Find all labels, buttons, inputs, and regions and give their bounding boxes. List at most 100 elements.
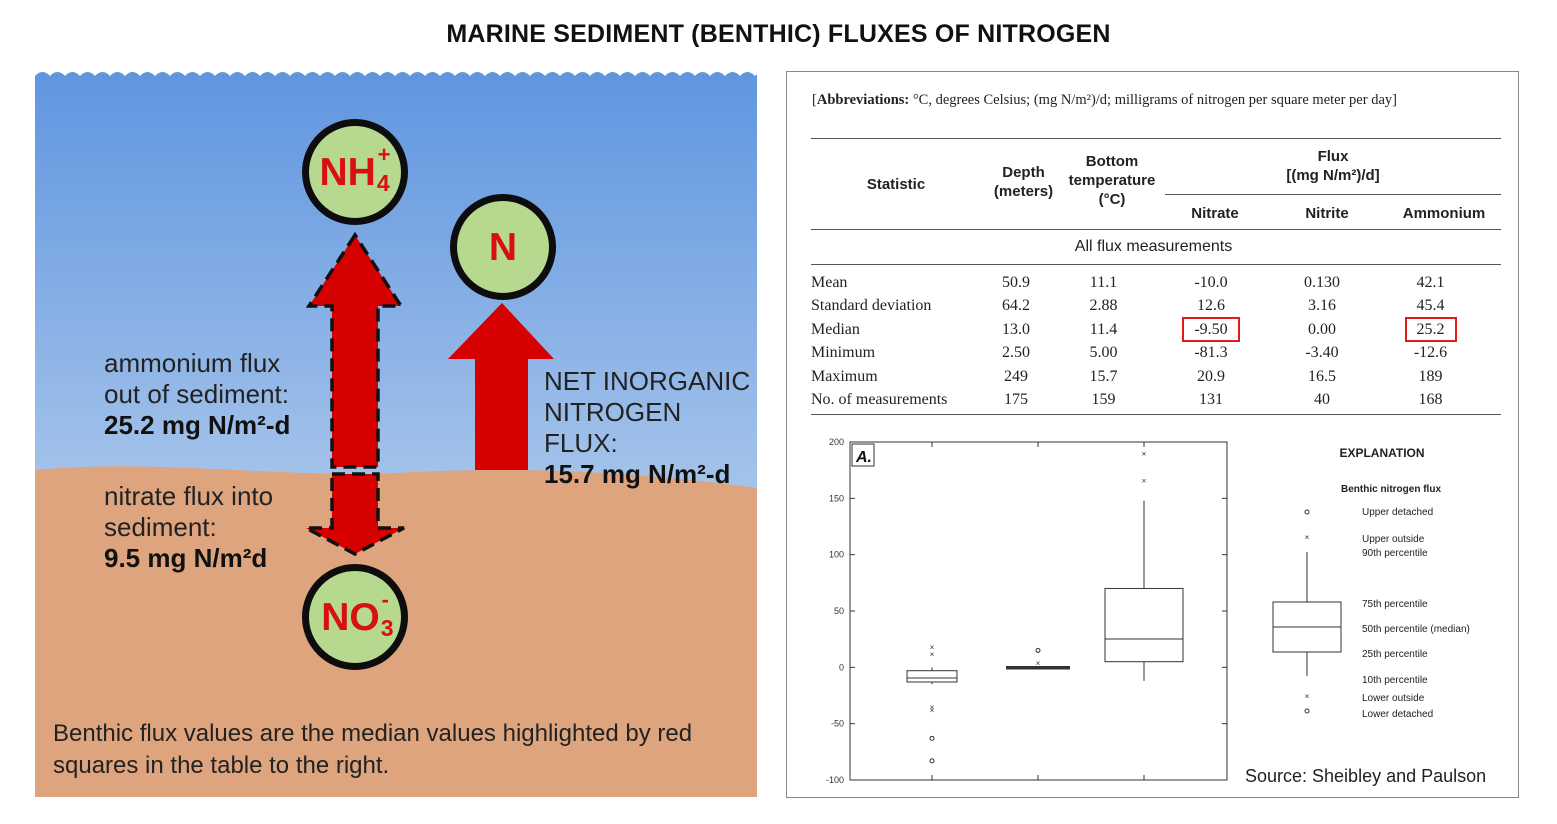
diagram-caption: Benthic flux values are the median value… bbox=[53, 720, 693, 779]
table-cell: 11.1 bbox=[1089, 273, 1118, 291]
statistics-figure: [Abbreviations: °C, degrees Celsius; (mg… bbox=[786, 71, 1519, 798]
table-row: Minimum 2.50 5.00 -81.3 -3.40 -12.6 bbox=[811, 342, 1483, 366]
table-cell: 42.1 bbox=[1416, 273, 1445, 291]
table-cell: 13.0 bbox=[1002, 320, 1030, 338]
table-cell: 40 bbox=[1314, 391, 1330, 409]
table-cell: 16.5 bbox=[1308, 367, 1336, 385]
legend-label: 75th percentile bbox=[1362, 599, 1428, 610]
legend-label: Lower detached bbox=[1362, 709, 1433, 720]
y-tick-label: -100 bbox=[826, 775, 844, 785]
row-label: Mean bbox=[811, 273, 848, 291]
table-group-label: All flux measurements bbox=[1074, 238, 1233, 255]
table-cell: -10.0 bbox=[1194, 273, 1228, 291]
table-cell: 2.50 bbox=[1002, 344, 1030, 362]
table-cell: 64.2 bbox=[1002, 297, 1030, 315]
y-tick-label: 100 bbox=[829, 550, 844, 560]
legend-detached-icon bbox=[1304, 509, 1310, 515]
page-title: MARINE SEDIMENT (BENTHIC) FLUXES OF NITR… bbox=[446, 20, 1111, 48]
table-cell: -9.50 bbox=[1156, 317, 1266, 343]
legend-detached-icon bbox=[1304, 708, 1310, 714]
y-tick-label: 150 bbox=[829, 493, 844, 503]
table-cell: 11.4 bbox=[1089, 320, 1118, 338]
table-cell: 20.9 bbox=[1197, 367, 1225, 385]
net-flux-value: 15.7 mg N/m²-d bbox=[544, 459, 731, 489]
box bbox=[906, 670, 958, 683]
header-nitrite: Nitrite bbox=[1305, 205, 1349, 222]
nitrogen-circle: N bbox=[450, 194, 556, 300]
legend-outside-icon: × bbox=[1305, 692, 1310, 701]
source-credit: Source: Sheibley and Paulson bbox=[1245, 766, 1487, 786]
table-cell: 159 bbox=[1091, 391, 1116, 409]
y-tick-label: -50 bbox=[831, 719, 844, 729]
table-cell: 12.6 bbox=[1197, 297, 1225, 315]
legend-label: Lower outside bbox=[1362, 693, 1425, 704]
table-cell: 25.2 bbox=[1378, 317, 1483, 343]
ammonium-flux-label: ammonium flux out of sediment: 25.2 mg N… bbox=[104, 348, 291, 440]
boxplot-chart: -100-50050100150200A.×××××××EXPLANATIONB… bbox=[826, 437, 1470, 785]
legend-label: 25th percentile bbox=[1362, 649, 1428, 660]
row-label: Median bbox=[811, 320, 860, 338]
explanation-subtitle: Benthic nitrogen flux bbox=[1341, 484, 1441, 495]
table-cell: 3.16 bbox=[1308, 297, 1336, 315]
outside-point: × bbox=[930, 703, 935, 712]
water-surface-waves bbox=[35, 70, 757, 76]
header-statistic: Statistic bbox=[866, 176, 926, 193]
table-cell: 2.88 bbox=[1089, 297, 1118, 315]
net-flux-arrow bbox=[448, 303, 554, 470]
table-cell: 0.130 bbox=[1304, 273, 1340, 291]
row-label: Minimum bbox=[811, 344, 876, 362]
table-cell: 45.4 bbox=[1416, 297, 1445, 315]
outside-point: × bbox=[930, 650, 935, 659]
row-label: No. of measurements bbox=[811, 391, 948, 409]
outside-point: × bbox=[930, 643, 935, 652]
detached-point bbox=[1035, 647, 1041, 653]
table-top-rule bbox=[811, 138, 1501, 139]
table-bottom-rule bbox=[811, 414, 1501, 415]
header-ammonium: Ammonium bbox=[1402, 205, 1486, 222]
legend-label: 90th percentile bbox=[1362, 548, 1428, 559]
row-label: Maximum bbox=[811, 367, 878, 385]
detached-point bbox=[929, 758, 935, 764]
header-depth: Depth (meters) bbox=[993, 164, 1054, 200]
abbreviations-note: [Abbreviations: °C, degrees Celsius; (mg… bbox=[812, 92, 1397, 108]
table-cell: 0.00 bbox=[1308, 320, 1336, 338]
legend-label: 50th percentile (median) bbox=[1362, 624, 1470, 635]
outside-point: × bbox=[1142, 476, 1147, 485]
y-tick-label: 50 bbox=[834, 606, 844, 616]
table-cell: 5.00 bbox=[1089, 344, 1118, 362]
median-highlight-box: -9.50 bbox=[1182, 317, 1240, 343]
nitrate-flux-label: nitrate flux into sediment: 9.5 mg N/m²d bbox=[104, 481, 274, 573]
median-highlight-box: 25.2 bbox=[1404, 317, 1457, 343]
y-tick-label: 0 bbox=[839, 662, 844, 672]
header-bottom-rule bbox=[811, 229, 1501, 230]
table-cell: 168 bbox=[1418, 391, 1443, 409]
table-row: Median 13.0 11.4 -9.50 0.00 25.2 bbox=[811, 317, 1483, 343]
nitrate-flux-arrow bbox=[305, 472, 405, 556]
explanation-title: EXPLANATION bbox=[1339, 446, 1424, 460]
table-cell: 131 bbox=[1199, 391, 1223, 409]
outside-point: × bbox=[1142, 449, 1147, 458]
legend-label: Upper outside bbox=[1362, 534, 1425, 545]
legend-label: 10th percentile bbox=[1362, 675, 1428, 686]
table-cell: 189 bbox=[1418, 367, 1443, 385]
table-cell: -3.40 bbox=[1305, 344, 1339, 362]
outside-point: × bbox=[930, 706, 935, 715]
group-rule bbox=[811, 264, 1501, 265]
outside-point: × bbox=[1036, 659, 1041, 668]
flux-header-rule bbox=[1165, 194, 1501, 195]
ammonium-flux-value: 25.2 mg N/m²-d bbox=[104, 410, 291, 440]
header-temperature: Bottom temperature (°C) bbox=[1068, 153, 1156, 208]
legend-outside-icon: × bbox=[1305, 533, 1310, 542]
table-cell: -81.3 bbox=[1194, 344, 1228, 362]
table-cell: 15.7 bbox=[1089, 367, 1118, 385]
table-cell: -12.6 bbox=[1413, 344, 1448, 362]
net-flux-label: NET INORGANIC NITROGEN FLUX: 15.7 mg N/m… bbox=[544, 366, 757, 490]
